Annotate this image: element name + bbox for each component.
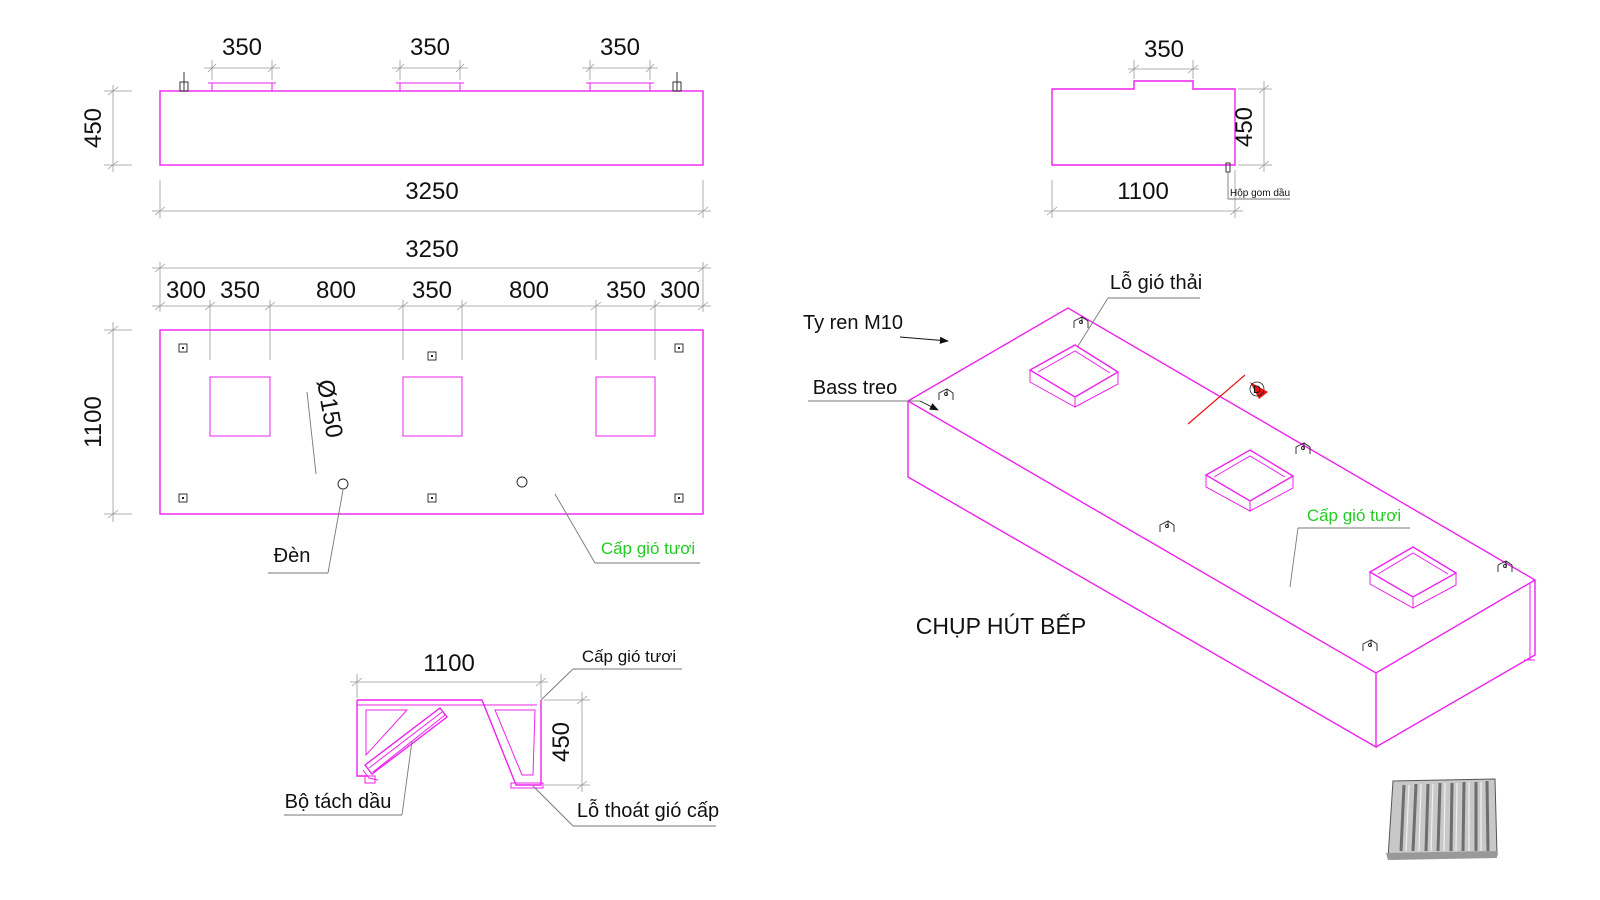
light-fixture-right-icon [516, 476, 528, 488]
hanger-bracket-icon [938, 316, 1513, 651]
section-fresh-air-label: Cấp gió tươi [582, 647, 676, 666]
iso-exhaust-opening-2 [1204, 449, 1295, 512]
section-view: 1100 450 Cấp gió tươi [284, 647, 719, 827]
top-opening-width-1: 350 [222, 34, 262, 61]
plan-segment-5: 800 [509, 277, 549, 304]
fresh-air-circle-left [303, 471, 329, 497]
top-opening-width-2: 350 [410, 34, 450, 61]
iso-fresh-air-right [1277, 586, 1303, 604]
plan-segment-2: 350 [220, 277, 260, 304]
section-marker-label: D [1253, 384, 1261, 396]
section-body-outline [357, 699, 542, 786]
isometric-view: D Lỗ gió thải Ty ren M10 Bass treo Cấp g… [803, 271, 1537, 749]
top-length-dimension: 3250 [405, 178, 458, 205]
plan-segment-6: 350 [606, 277, 646, 304]
plan-depth-dimension: 1100 [80, 396, 107, 448]
plan-diameter-label: Ø150 [311, 377, 348, 440]
light-fixture-left-icon [337, 478, 349, 490]
hanger-rod-left-icon [179, 72, 189, 92]
hood-plan-outline [159, 329, 704, 515]
section-supply-duct [494, 709, 536, 776]
plan-exhaust-opening-1 [209, 376, 271, 437]
iso-front-face [907, 401, 1377, 749]
plan-segment-1: 300 [166, 277, 206, 304]
iso-exhaust-opening-3 [1368, 546, 1458, 609]
plan-view: 3250 300 350 800 350 800 350 300 [80, 236, 711, 574]
plan-segment-4: 350 [412, 277, 452, 304]
exhaust-collar-2 [399, 82, 461, 92]
iso-fresh-air-label: Cấp gió tươi [1307, 506, 1401, 525]
hood-front-outline [159, 90, 704, 166]
plan-hanger-points [178, 343, 684, 503]
section-left-chamber [365, 709, 409, 757]
hanger-label: Bass treo [813, 377, 897, 399]
section-width-dimension: 1100 [423, 650, 475, 677]
exhaust-collar-3 [589, 82, 651, 92]
grease-separator-label: Bộ tách dầu [285, 791, 392, 813]
fresh-air-circle-right [536, 471, 562, 497]
hood-title: CHỤP HÚT BẾP [916, 612, 1086, 639]
side-height-dimension: 450 [1231, 107, 1258, 147]
plan-exhaust-opening-3 [595, 376, 656, 437]
plan-segment-3: 800 [316, 277, 356, 304]
plan-length-dimension: 3250 [405, 236, 458, 263]
plan-exhaust-opening-2 [402, 376, 463, 437]
side-outline [1051, 80, 1236, 166]
side-opening-width: 350 [1144, 36, 1184, 63]
oil-box-label: Hộp gom dầu [1230, 187, 1290, 199]
section-marker-icon [1250, 382, 1268, 399]
side-depth-dimension: 1100 [1117, 178, 1169, 205]
side-elevation-view: 350 450 1100 Hộp gom dầu [1044, 36, 1290, 218]
exhaust-hole-label: Lỗ gió thải [1110, 271, 1202, 294]
hanger-rod-right-icon [672, 72, 682, 92]
exhaust-collar-1 [211, 82, 273, 92]
section-height-dimension: 450 [548, 722, 575, 762]
plan-segment-7: 300 [660, 277, 700, 304]
supply-outlet-slot [510, 782, 544, 789]
iso-side-face [1375, 580, 1536, 748]
top-height-dimension: 450 [80, 108, 107, 148]
top-elevation-view: 350 350 350 450 3250 [80, 34, 711, 218]
iso-exhaust-opening-1 [1028, 344, 1120, 408]
section-cut-line [1187, 374, 1246, 425]
supply-outlet-label: Lỗ thoát gió cấp [577, 799, 719, 822]
plan-fresh-air-label: Cấp gió tươi [601, 539, 695, 558]
grease-separator-icon [362, 707, 448, 784]
top-opening-width-3: 350 [600, 34, 640, 61]
threaded-rod-label: Ty ren M10 [803, 312, 903, 334]
light-label: Đèn [274, 545, 311, 567]
iso-fresh-air-left [1031, 444, 1057, 462]
filter-photo-icon [1386, 778, 1498, 860]
